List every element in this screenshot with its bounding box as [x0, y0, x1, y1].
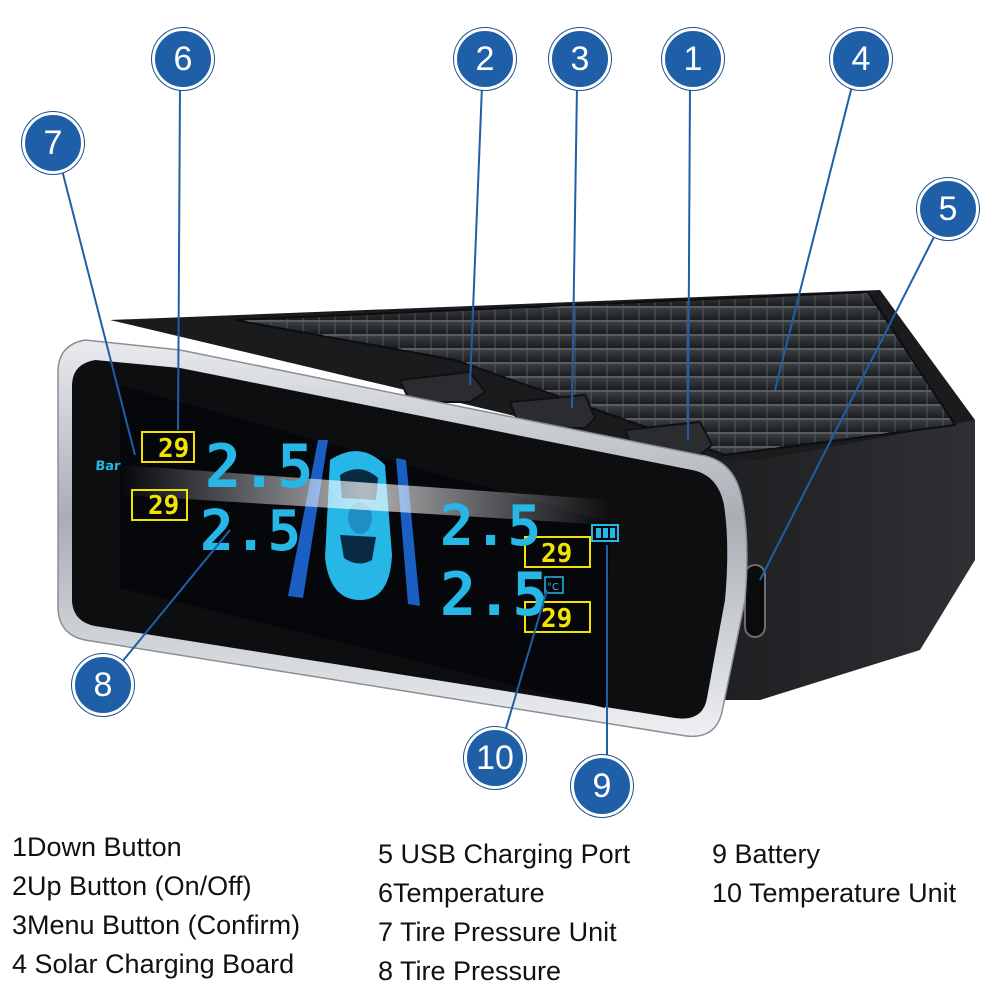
callout-7: 7	[22, 112, 84, 174]
legend-column-3: 9 Battery 10 Temperature Unit	[712, 835, 956, 913]
legend-item-2: 2Up Button (On/Off)	[12, 871, 252, 901]
legend-column-1: 1Down Button 2Up Button (On/Off) 3Menu B…	[12, 828, 300, 984]
legend-item-4: 4 Solar Charging Board	[12, 949, 295, 979]
callout-3: 3	[549, 28, 611, 90]
temperature-unit-label: °C	[547, 582, 559, 593]
legend-item-10: 10 Temperature Unit	[712, 878, 957, 908]
callout-4: 4	[830, 28, 892, 90]
temp-front-right: 29	[541, 539, 572, 569]
legend-item-6: 6Temperature	[378, 878, 545, 908]
solar-panel	[234, 290, 957, 457]
legend-item-3: 3Menu Button (Confirm)	[12, 910, 301, 940]
legend-column-2: 5 USB Charging Port 6Temperature 7 Tire …	[378, 835, 630, 991]
temp-rear-left: 29	[148, 491, 179, 521]
pressure-front-right: 2.5	[440, 494, 541, 559]
callout-5: 5	[917, 178, 979, 240]
callout-9: 9	[571, 755, 633, 817]
temp-front-left: 29	[158, 434, 189, 464]
pressure-rear-left: 2.5	[200, 499, 301, 564]
callout-10: 10	[464, 727, 526, 789]
battery-icon	[591, 524, 619, 542]
legend-item-9: 9 Battery	[712, 839, 821, 869]
legend-item-7: 7 Tire Pressure Unit	[378, 917, 617, 947]
lcd-display: Bar 29 29 29 29 2.5 2.5 2.5 2.5 °C	[95, 385, 619, 708]
legend-item-1: 1Down Button	[12, 832, 182, 862]
callout-1: 1	[662, 28, 724, 90]
pressure-unit-label: Bar	[95, 459, 122, 474]
pressure-front-left: 2.5	[205, 432, 313, 502]
legend-item-5: 5 USB Charging Port	[378, 839, 631, 869]
temp-rear-right: 29	[541, 604, 572, 634]
callout-8: 8	[72, 654, 134, 716]
callout-6: 6	[152, 28, 214, 90]
callout-2: 2	[454, 28, 516, 90]
tpms-device-diagram: Bar 29 29 29 29 2.5 2.5 2.5 2.5 °C	[57, 85, 975, 760]
pressure-rear-right: 2.5	[440, 560, 548, 630]
leader-lines	[61, 85, 936, 760]
legend-item-8: 8 Tire Pressure	[378, 956, 562, 986]
car-icon	[325, 451, 392, 600]
